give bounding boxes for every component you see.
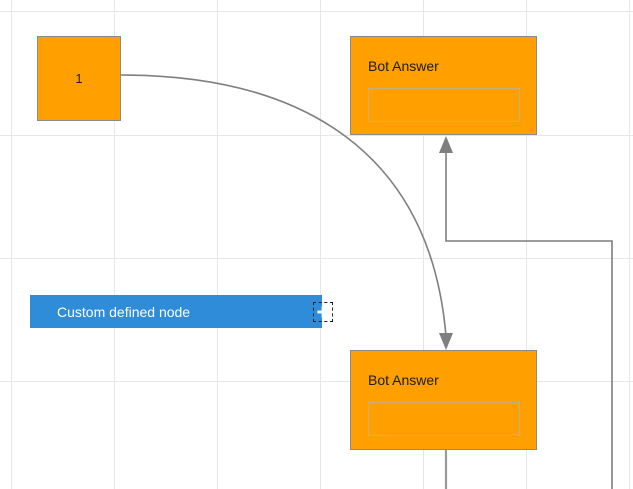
custom-defined-node-label: Custom defined node — [57, 303, 191, 320]
bot-answer-slot[interactable] — [368, 402, 520, 436]
bot-answer-title: Bot Answer — [368, 372, 439, 388]
gridline-horizontal — [0, 11, 633, 12]
node-1[interactable]: 1 — [37, 36, 121, 121]
bot-answer-title: Bot Answer — [368, 58, 439, 74]
node-1-label: 1 — [75, 71, 83, 86]
gridline-vertical — [320, 0, 321, 489]
gridline-vertical — [629, 0, 630, 489]
bot-answer-slot[interactable] — [368, 88, 520, 122]
gridline-horizontal — [0, 258, 633, 259]
custom-defined-node-bar[interactable]: Custom defined node — [30, 295, 333, 328]
gridline-vertical — [11, 0, 12, 489]
plus-icon[interactable] — [313, 302, 333, 322]
gridline-horizontal — [0, 135, 633, 136]
bot-answer-node-bottom[interactable]: Bot Answer — [350, 350, 537, 450]
gridline-vertical — [217, 0, 218, 489]
gridline-vertical — [114, 0, 115, 489]
gridline-horizontal — [0, 381, 633, 382]
bot-answer-node-top[interactable]: Bot Answer — [350, 36, 537, 135]
